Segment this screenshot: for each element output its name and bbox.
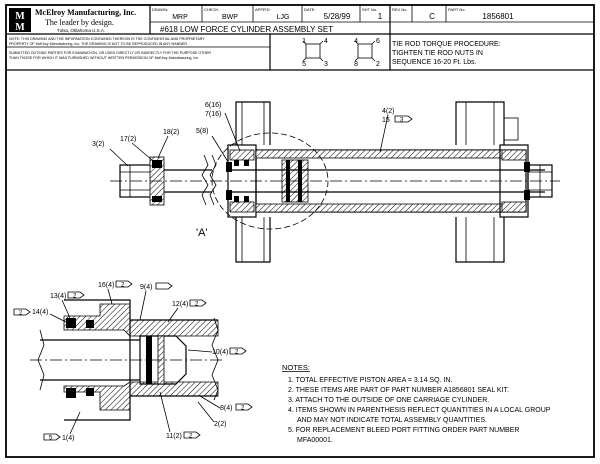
callout-15-box: 3 — [400, 118, 404, 124]
notes-block: NOTES: 1. TOTAL EFFECTIVE PISTON AREA = … — [282, 363, 551, 444]
upper-callouts: 3(2) 17(2) 18(2) 6(16) 7(16) 5(8) 4(2) 1… — [92, 102, 413, 239]
date-label: DATE: — [304, 7, 315, 12]
svg-text:3: 3 — [324, 61, 328, 68]
svg-text:6: 6 — [376, 38, 380, 45]
callout-13-4: 13(4) — [50, 293, 66, 300]
detail-a-view — [30, 299, 225, 421]
sheet-label: SHT No. — [362, 7, 377, 12]
svg-text:M: M — [15, 22, 25, 33]
callout-16-4: 16(4) — [98, 282, 114, 289]
svg-text:8: 8 — [354, 61, 358, 68]
svg-text:2: 2 — [376, 61, 380, 68]
check-label: CHECK: — [204, 7, 219, 12]
callout-17-2: 17(2) — [120, 136, 136, 143]
part-label: PART No. — [448, 7, 466, 12]
svg-text:2: 2 — [189, 434, 193, 440]
note-4-cont: AND MAY NOT INDICATE TOTAL ASSEMBLY QUAN… — [297, 417, 487, 424]
notice-line-1: NOTE: THIS DRAWING AND THE INFORMATION C… — [9, 37, 205, 41]
svg-text:1: 1 — [302, 38, 306, 45]
callout-9-4: 9(4) — [140, 284, 152, 291]
sheet-border — [5, 4, 595, 458]
svg-text:2: 2 — [121, 283, 125, 289]
notice-line-2: PROPERTY OF McElroy Manufacturing, Inc. … — [9, 42, 188, 46]
callout-2-2: 2(2) — [214, 421, 226, 428]
svg-text:2: 2 — [195, 302, 199, 308]
title-block: M M McElroy Manufacturing, Inc. The lead… — [6, 5, 594, 71]
svg-text:5: 5 — [49, 436, 53, 442]
callout-5-8: 5(8) — [196, 128, 208, 135]
company-location: Tulsa, Oklahoma U.S.A. — [57, 28, 105, 33]
svg-text:5: 5 — [302, 61, 306, 68]
cylinder-assembly-view — [110, 101, 560, 263]
svg-text:2: 2 — [235, 350, 239, 356]
note-5-cont: MFA00001. — [297, 437, 333, 444]
notice-line-3: SUBMITTED OUTSIDE PARTIES FOR EXAMINATIO… — [9, 51, 211, 55]
callout-12-4: 12(4) — [172, 301, 188, 308]
company-logo: M M — [9, 8, 31, 33]
callout-15: 15 — [382, 117, 390, 124]
part-value: 1856801 — [482, 12, 514, 21]
svg-text:M: M — [15, 11, 25, 22]
notes-heading: NOTES: — [282, 363, 310, 372]
svg-text:2: 2 — [19, 311, 23, 317]
drawing-title: #618 LOW FORCE CYLINDER ASSEMBLY SET — [160, 25, 333, 34]
drawn-value: MRP — [172, 14, 188, 21]
svg-text:4: 4 — [324, 38, 328, 45]
svg-text:4: 4 — [354, 38, 358, 45]
company-name: McElroy Manufacturing, Inc. — [35, 8, 136, 17]
apprd-label: APPR'D: — [255, 7, 271, 12]
note-3: 3. ATTACH TO THE OUTSIDE OF ONE CARRIAGE… — [288, 397, 489, 404]
callout-3-2: 3(2) — [92, 141, 104, 148]
lower-callouts: 16(4) 2 9(4) 13(4) 2 2 14(4) 12(4) 2 10(… — [13, 280, 253, 442]
callout-6-16: 6(16) — [205, 102, 221, 109]
check-value: BWP — [222, 14, 238, 21]
apprd-value: LJG — [277, 14, 290, 21]
callout-10-4: 10(4) — [212, 349, 228, 356]
callout-4-2: 4(2) — [382, 108, 394, 115]
rev-label: REV No. — [392, 7, 408, 12]
drawn-label: DRAWN: — [152, 7, 168, 12]
rev-value: C — [429, 12, 435, 21]
torque-line-3: SEQUENCE 16-20 Ft. Lbs. — [392, 59, 476, 66]
svg-text:2: 2 — [241, 406, 245, 412]
callout-7-16: 7(16) — [205, 111, 221, 118]
torque-pattern-left: 1 4 5 3 — [302, 38, 328, 68]
callout-8-4: 8(4) — [220, 405, 232, 412]
note-5: 5. FOR REPLACEMENT BLEED PORT FITTING OR… — [288, 427, 519, 434]
torque-line-1: TIE ROD TORQUE PROCEDURE: — [392, 41, 501, 48]
callout-18-2: 18(2) — [163, 129, 179, 136]
note-1: 1. TOTAL EFFECTIVE PISTON AREA = 3.14 SQ… — [288, 377, 452, 384]
note-4: 4. ITEMS SHOWN IN PARENTHESIS REFLECT QU… — [288, 407, 551, 414]
svg-text:2: 2 — [73, 294, 77, 300]
sheet-value: 1 — [378, 12, 383, 21]
callout-14-4: 14(4) — [32, 309, 48, 316]
detail-a-label: 'A' — [196, 227, 208, 239]
callout-1-4: 1(4) — [62, 435, 74, 442]
date-value: 5/28/99 — [324, 12, 351, 21]
note-2: 2. THESE ITEMS ARE PART OF PART NUMBER A… — [288, 387, 509, 394]
torque-line-2: TIGHTEN TIE ROD NUTS IN — [392, 50, 483, 57]
notice-line-4: THAN THOSE FOR WHICH IT WAS FURNISHED WI… — [9, 56, 199, 60]
torque-pattern-right: 4 6 8 2 — [354, 38, 380, 68]
company-slogan: The leader by design. — [45, 18, 114, 27]
callout-11-2: 11(2) — [166, 433, 182, 440]
